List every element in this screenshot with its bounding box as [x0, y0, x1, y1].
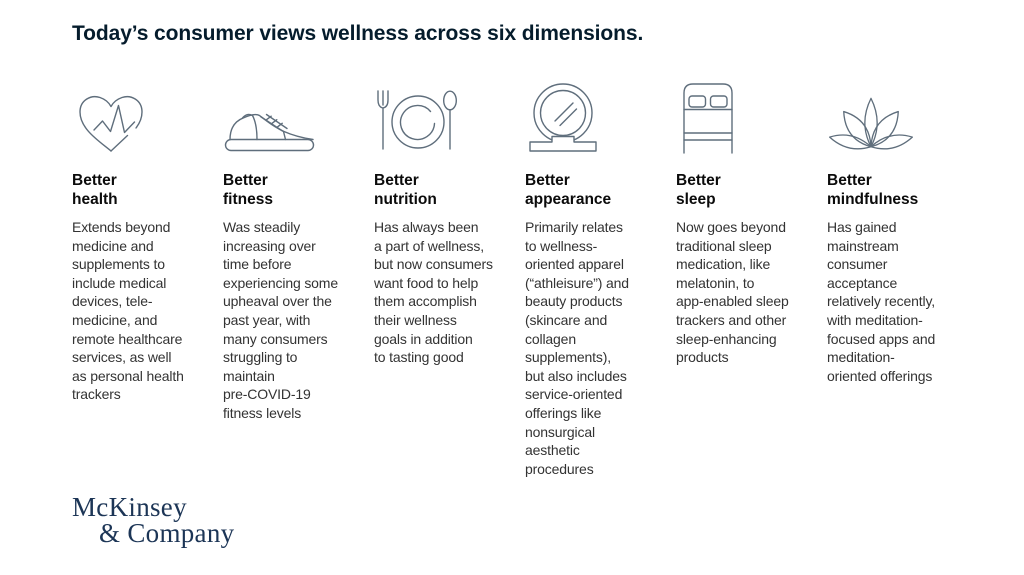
column-better-mindfulness: Better mindfulness Has gained mainstream…: [827, 78, 958, 478]
logo-line-2: & Company: [99, 518, 235, 548]
dimension-description: Has gained mainstream consumer acceptanc…: [827, 219, 936, 384]
dimension-description: Has always been a part of wellness, but …: [374, 219, 493, 366]
dimension-heading: Better sleep: [676, 172, 721, 208]
dimension-heading: Better appearance: [525, 172, 612, 208]
dimension-description: Primarily relates to wellness- oriented …: [525, 219, 629, 477]
dimension-heading: Better fitness: [223, 172, 273, 208]
dimension-description: Extends beyond medicine and supplements …: [72, 219, 184, 403]
mirror-icon: [525, 78, 656, 154]
plate-cutlery-icon: [374, 78, 505, 154]
column-better-fitness: Better fitness Was steadily increasing o…: [223, 78, 354, 478]
bed-icon: [676, 78, 807, 154]
column-better-health: Better health Extends beyond medicine an…: [72, 78, 203, 478]
lotus-icon: [827, 78, 958, 154]
column-better-appearance: Better appearance Primarily relates to w…: [525, 78, 656, 478]
dimension-heading: Better mindfulness: [827, 172, 919, 208]
mckinsey-logo: McKinsey & Company: [72, 492, 235, 548]
page-title: Today’s consumer views wellness across s…: [72, 22, 644, 45]
logo-line-1: McKinsey: [72, 492, 187, 522]
sneaker-icon: [223, 78, 354, 154]
dimensions-row: Better health Extends beyond medicine an…: [72, 78, 984, 478]
dimension-heading: Better nutrition: [374, 172, 437, 208]
slide: Today’s consumer views wellness across s…: [72, 22, 984, 478]
heart-pulse-icon: [72, 78, 203, 154]
column-better-sleep: Better sleep Now goes beyond traditional…: [676, 78, 807, 478]
dimension-description: Was steadily increasing over time before…: [223, 219, 338, 421]
dimension-description: Now goes beyond traditional sleep medica…: [676, 219, 789, 366]
column-better-nutrition: Better nutrition Has always been a part …: [374, 78, 505, 478]
dimension-heading: Better health: [72, 172, 118, 208]
